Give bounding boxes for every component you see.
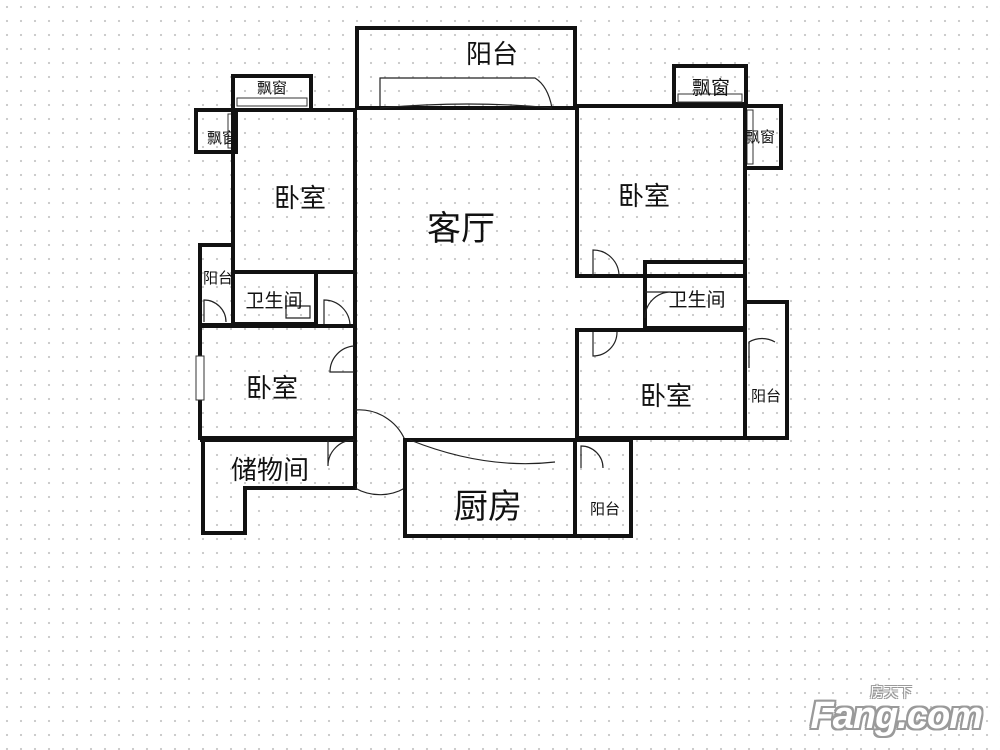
bedroom-top-right-door-swing — [592, 249, 620, 277]
bay-window-left-top-label: 飘窗 — [257, 79, 287, 97]
bathroom-left-label: 卫生间 — [245, 290, 302, 312]
bay-window-right-side-label: 飘窗 — [745, 128, 775, 146]
storage-door-swing — [327, 439, 355, 467]
living-room-arc-top — [379, 103, 553, 109]
balcony-top-label: 阳台 — [466, 40, 518, 70]
bedroom-mid-left-door-swing — [329, 345, 355, 373]
bathroom-left-inner-door — [285, 305, 311, 319]
bedroom-top-left-label: 卧室 — [274, 184, 326, 214]
kitchen-sliding-door — [409, 439, 556, 465]
bedroom-mid-left-label: 卧室 — [246, 374, 298, 404]
bathroom-left-door-swing — [203, 299, 227, 323]
balcony-sliding-door — [379, 77, 553, 109]
balcony-left-label: 阳台 — [203, 269, 233, 287]
bedroom-top-right-walls — [575, 104, 747, 278]
bathroom-left-corridor-arc — [323, 299, 351, 327]
watermark-chinese: 房天下 — [870, 685, 912, 701]
bay-window-right-top-label: 飘窗 — [692, 77, 730, 99]
bay-window-left-side-walls — [194, 108, 238, 154]
bay-window-right-top-glass — [677, 93, 743, 103]
bedroom-top-right-label: 卧室 — [618, 182, 670, 212]
bedroom-mid-right-door-swing — [592, 331, 618, 357]
balcony-bottom-label: 阳台 — [590, 500, 620, 518]
bathroom-right-label: 卫生间 — [668, 289, 725, 311]
entrance-door-swing — [354, 409, 406, 496]
bay-window-left-top-glass — [236, 97, 308, 107]
bay-window-left-side-label: 飘窗 — [207, 129, 237, 147]
balcony-bottom-door-swing — [580, 445, 604, 469]
living-room-walls — [353, 106, 579, 442]
balcony-right-door-swing — [748, 337, 776, 368]
bathroom-right-door-swing — [644, 291, 672, 319]
kitchen-label: 厨房 — [454, 487, 522, 527]
balcony-bottom-walls — [573, 438, 633, 538]
bedroom-mid-right-label: 卧室 — [640, 382, 692, 412]
bedroom-mid-left-window — [195, 355, 205, 401]
balcony-right-label: 阳台 — [751, 387, 781, 405]
balcony-right-walls — [743, 300, 789, 440]
living-room-label: 客厅 — [427, 209, 495, 249]
storage-walls — [200, 438, 357, 535]
watermark-logo: Fang.com — [810, 695, 983, 737]
storage-label: 储物间 — [231, 456, 309, 486]
